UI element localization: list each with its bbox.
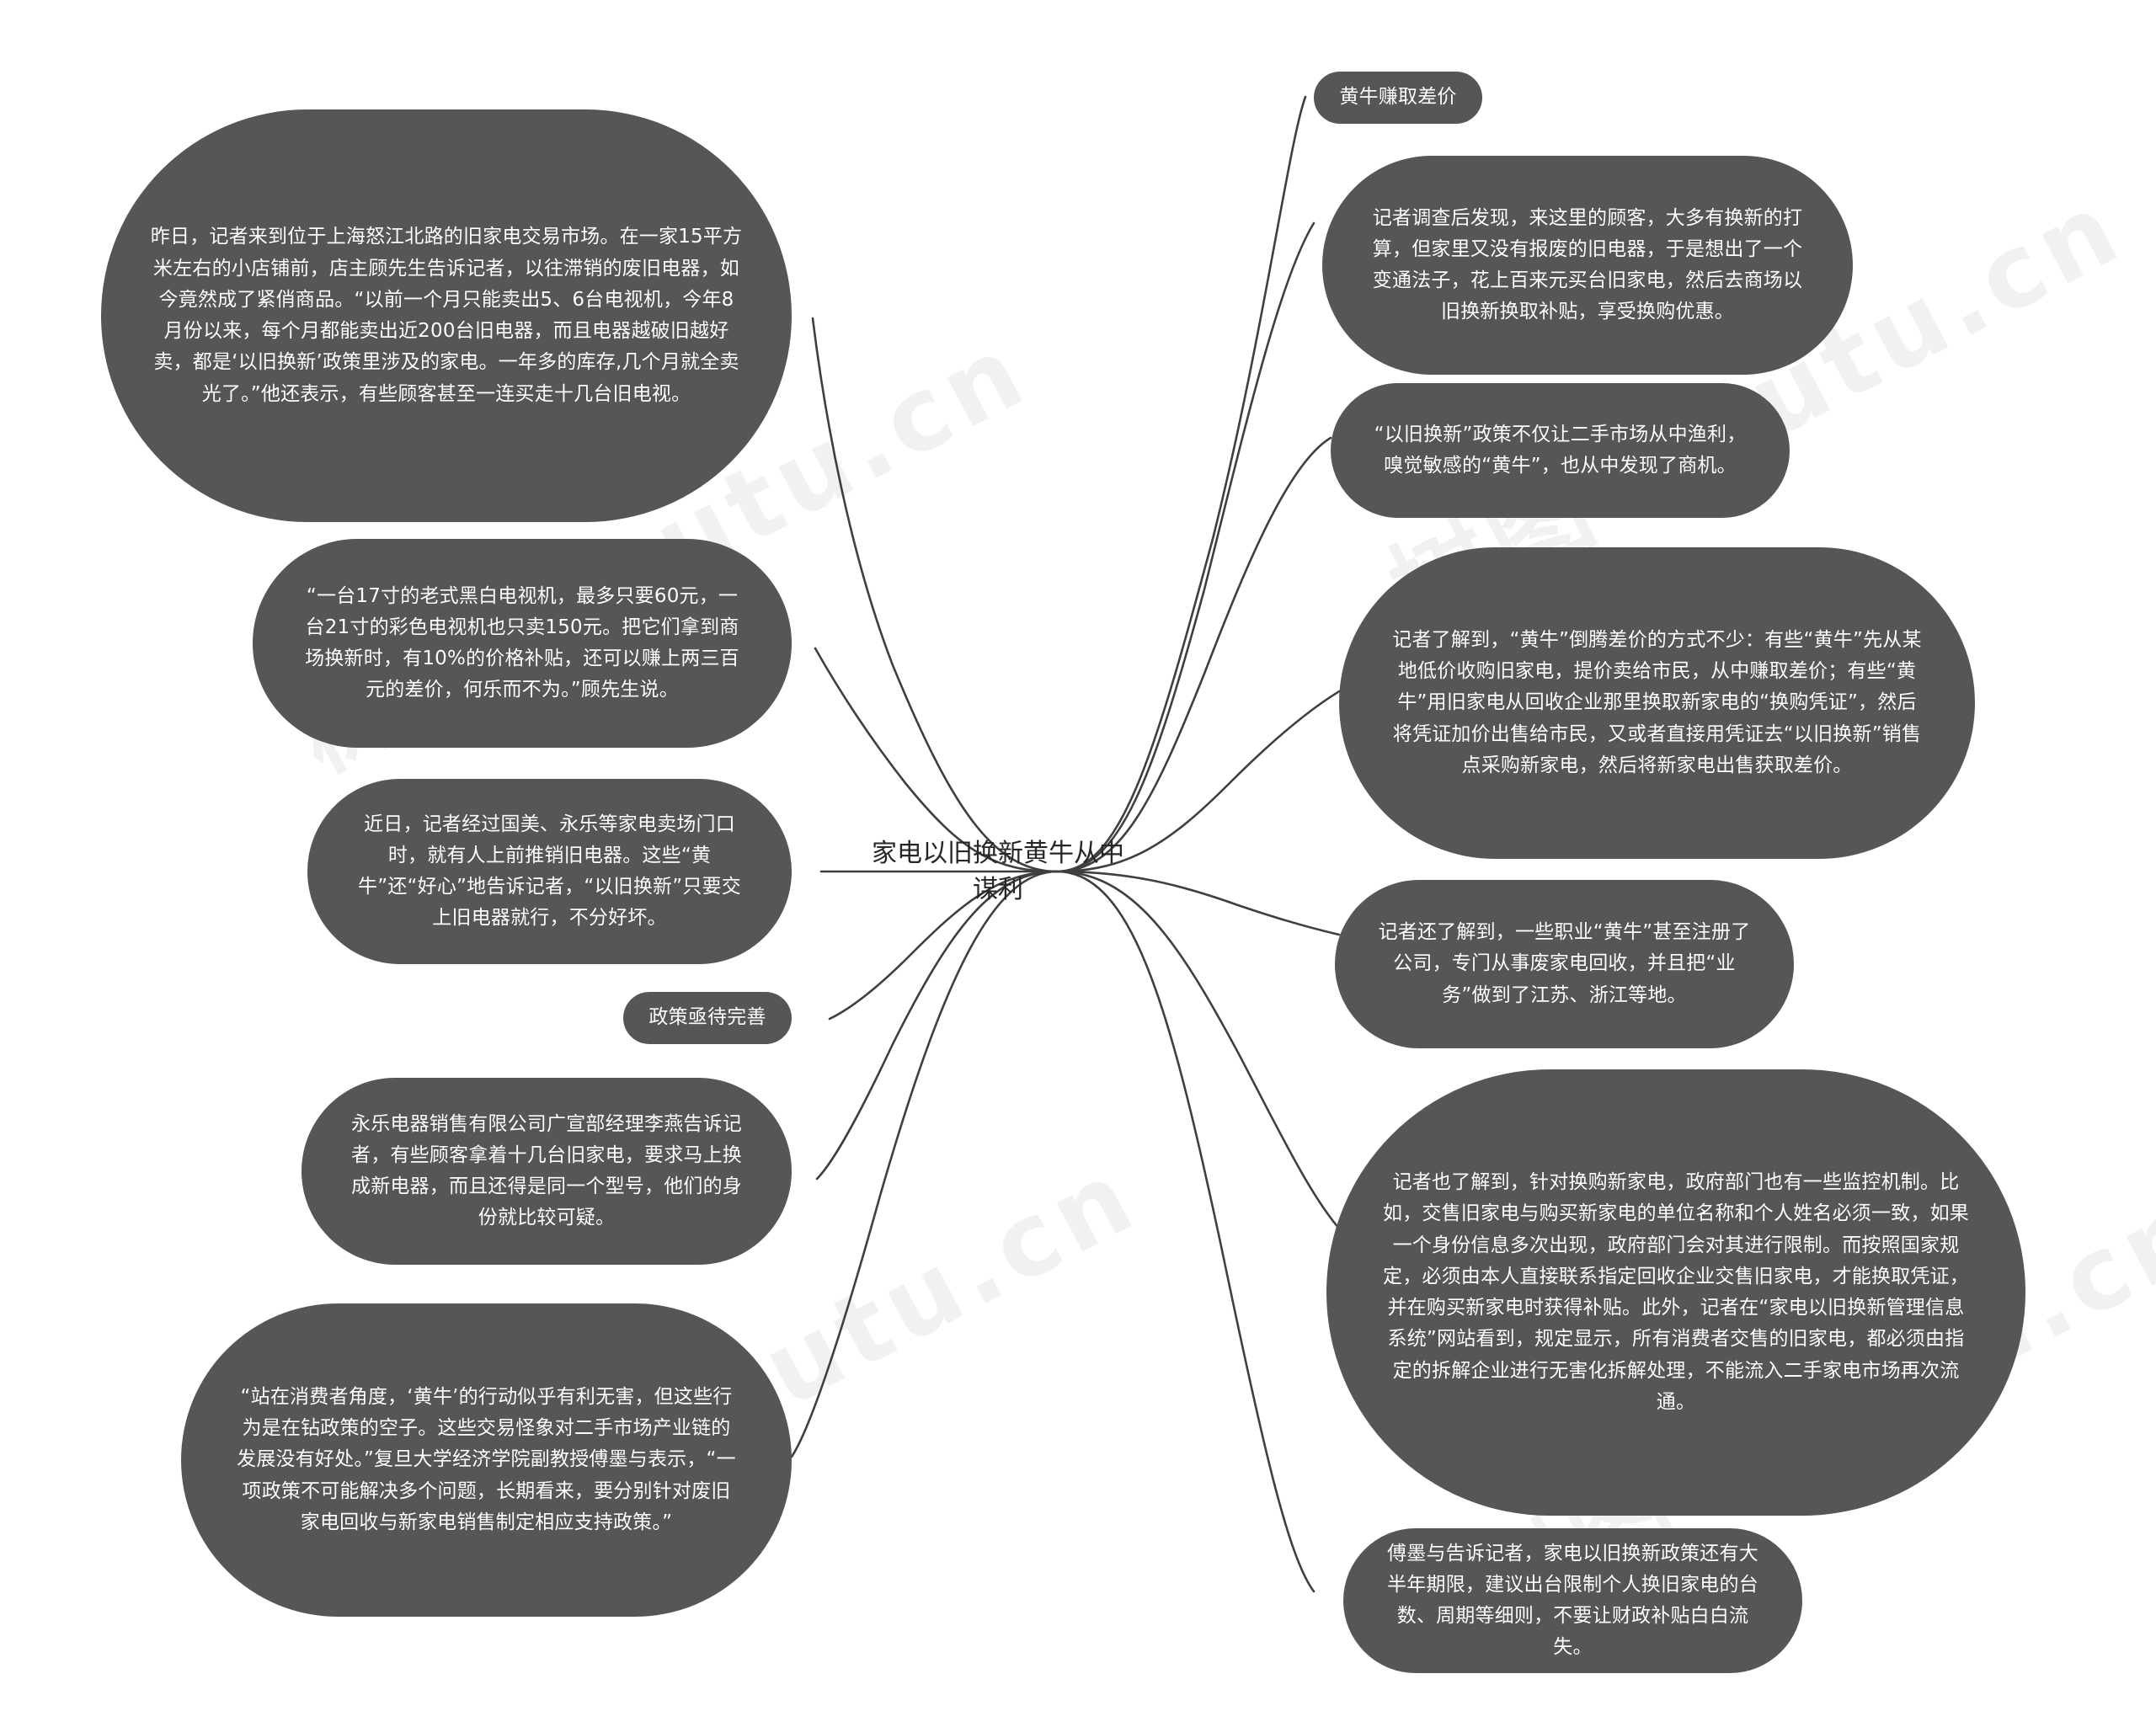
node-right-5[interactable]: 记者还了解到，一些职业“黄牛”甚至注册了公司，专门从事废家电回收，并且把“业务”… bbox=[1335, 880, 1794, 1048]
node-left-4-label: 政策亟待完善 bbox=[648, 1006, 766, 1029]
node-right-4[interactable]: 记者了解到，“黄牛”倒腾差价的方式不少：有些“黄牛”先从某地低价收购旧家电，提价… bbox=[1339, 547, 1975, 859]
node-right-1-label: 黄牛赚取差价 bbox=[1339, 86, 1457, 109]
node-left-2-label: “一台17寸的老式黑白电视机，最多只要60元，一台21寸的彩色电视机也只卖150… bbox=[305, 584, 739, 701]
root-node[interactable]: 家电以旧换新黄牛从中谋利 bbox=[872, 829, 1124, 914]
node-right-3[interactable]: “以旧换新”政策不仅让二手市场从中渔利，嗅觉敏感的“黄牛”，也从中发现了商机。 bbox=[1331, 383, 1790, 518]
node-left-1-label: 昨日，记者来到位于上海怒江北路的旧家电交易市场。在一家15平方米左右的小店铺前，… bbox=[150, 226, 743, 405]
node-left-3-label: 近日，记者经过国美、永乐等家电卖场门口时，就有人上前推销旧电器。这些“黄牛”还“… bbox=[358, 813, 741, 930]
node-right-7[interactable]: 傅墨与告诉记者，家电以旧换新政策还有大半年期限，建议出台限制个人换旧家电的台数、… bbox=[1343, 1528, 1802, 1673]
root-label: 家电以旧换新黄牛从中谋利 bbox=[872, 838, 1124, 905]
node-right-6[interactable]: 记者也了解到，针对换购新家电，政府部门也有一些监控机制。比如，交售旧家电与购买新… bbox=[1326, 1069, 2025, 1516]
node-left-5[interactable]: 永乐电器销售有限公司广宣部经理李燕告诉记者，有些顾客拿着十几台旧家电，要求马上换… bbox=[302, 1078, 792, 1265]
node-right-1[interactable]: 黄牛赚取差价 bbox=[1314, 72, 1482, 124]
node-right-3-label: “以旧换新”政策不仅让二手市场从中渔利，嗅觉敏感的“黄牛”，也从中发现了商机。 bbox=[1374, 423, 1747, 477]
node-left-1[interactable]: 昨日，记者来到位于上海怒江北路的旧家电交易市场。在一家15平方米左右的小店铺前，… bbox=[101, 109, 792, 522]
node-right-4-label: 记者了解到，“黄牛”倒腾差价的方式不少：有些“黄牛”先从某地低价收购旧家电，提价… bbox=[1392, 628, 1922, 776]
node-left-2[interactable]: “一台17寸的老式黑白电视机，最多只要60元，一台21寸的彩色电视机也只卖150… bbox=[253, 539, 792, 748]
node-right-5-label: 记者还了解到，一些职业“黄牛”甚至注册了公司，专门从事废家电回收，并且把“业务”… bbox=[1378, 921, 1751, 1006]
node-right-2[interactable]: 记者调查后发现，来这里的顾客，大多有换新的打算，但家里又没有报废的旧电器，于是想… bbox=[1322, 156, 1853, 375]
node-right-7-label: 傅墨与告诉记者，家电以旧换新政策还有大半年期限，建议出台限制个人换旧家电的台数、… bbox=[1387, 1542, 1758, 1659]
node-left-6-label: “站在消费者角度，‘黄牛’的行动似乎有利无害，但这些行为是在钻政策的空子。这些交… bbox=[237, 1385, 736, 1533]
node-right-2-label: 记者调查后发现，来这里的顾客，大多有换新的打算，但家里又没有报废的旧电器，于是想… bbox=[1372, 206, 1803, 323]
node-left-3[interactable]: 近日，记者经过国美、永乐等家电卖场门口时，就有人上前推销旧电器。这些“黄牛”还“… bbox=[307, 779, 792, 964]
node-left-5-label: 永乐电器销售有限公司广宣部经理李燕告诉记者，有些顾客拿着十几台旧家电，要求马上换… bbox=[351, 1112, 742, 1229]
node-right-6-label: 记者也了解到，针对换购新家电，政府部门也有一些监控机制。比如，交售旧家电与购买新… bbox=[1383, 1171, 1969, 1413]
node-left-4[interactable]: 政策亟待完善 bbox=[623, 992, 792, 1044]
node-left-6[interactable]: “站在消费者角度，‘黄牛’的行动似乎有利无害，但这些行为是在钻政策的空子。这些交… bbox=[181, 1303, 792, 1617]
